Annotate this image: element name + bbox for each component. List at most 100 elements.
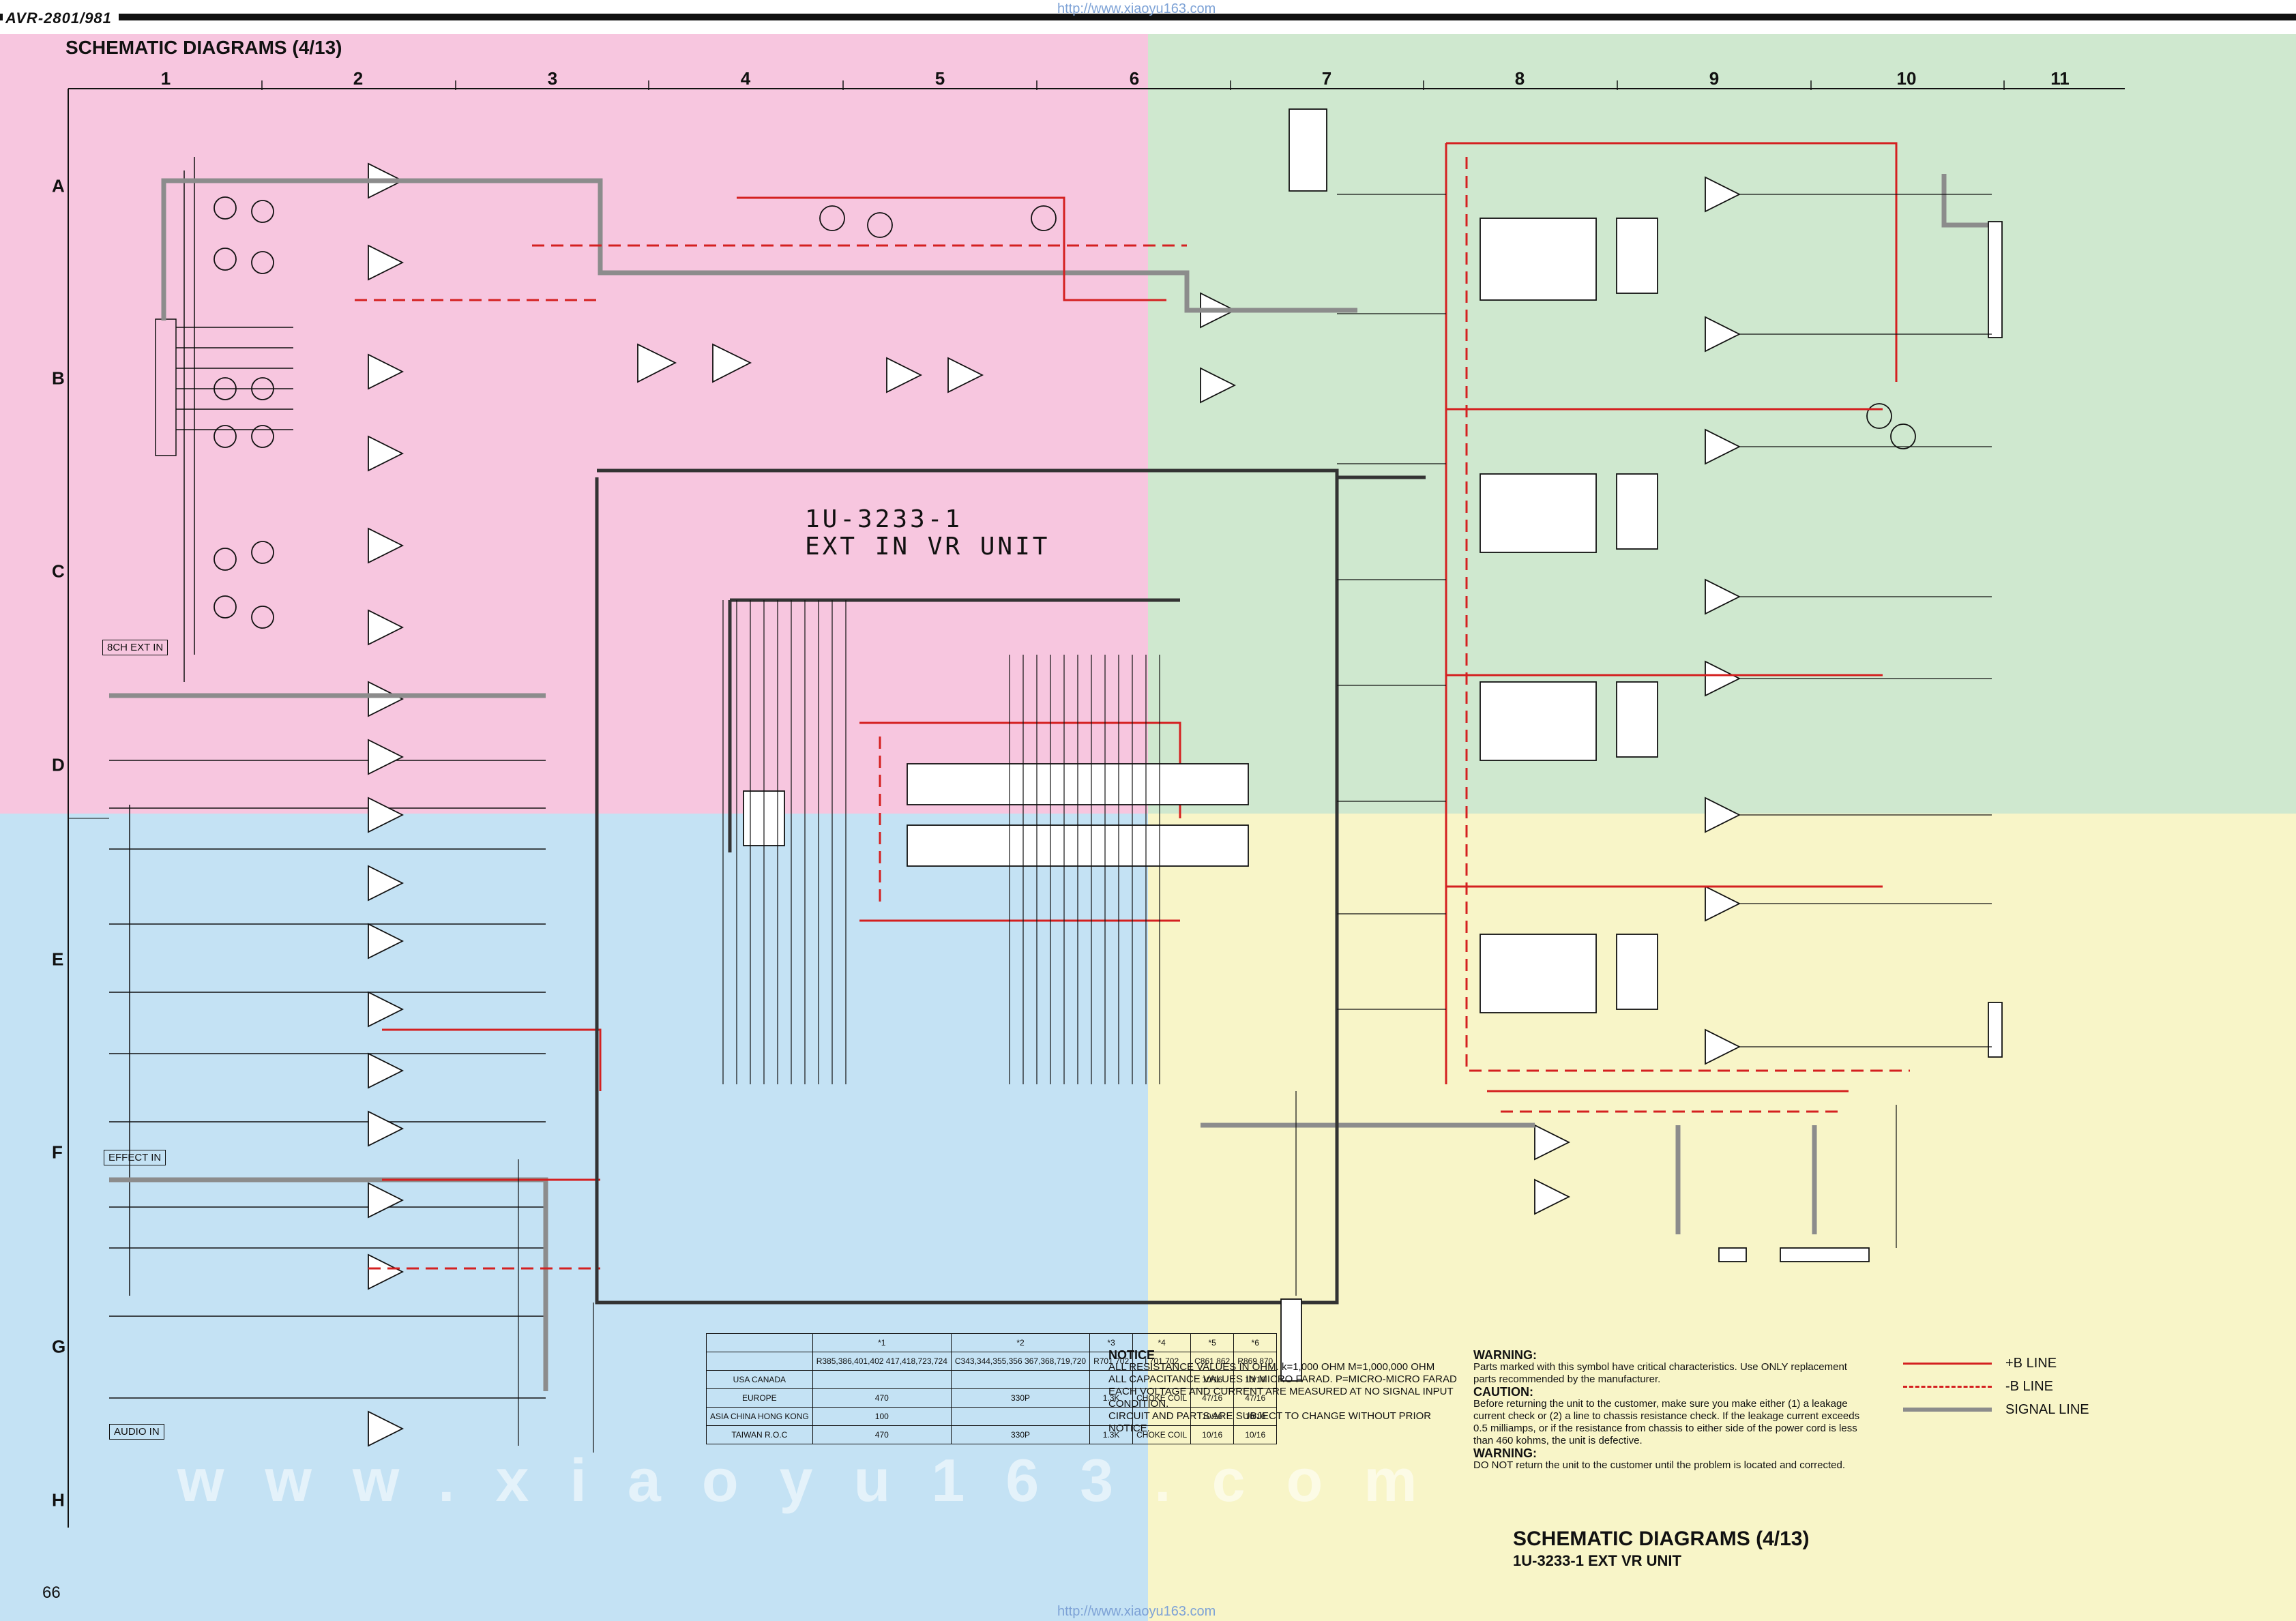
power-lines — [382, 142, 1898, 1181]
warning-heading: WARNING: — [1473, 1446, 1537, 1460]
column-label: 5 — [934, 68, 945, 89]
table-cell: USA CANADA — [706, 1370, 813, 1389]
table-cell: CHOKE COIL — [1132, 1388, 1192, 1408]
warning-block: WARNING: Parts marked with this symbol h… — [1473, 1349, 1869, 1472]
unit-label: 1U-3233-1 EXT IN VR UNIT — [805, 506, 1050, 561]
column-label: 4 — [740, 68, 751, 89]
table-cell — [950, 1407, 1091, 1426]
column-label: 10 — [1896, 68, 1917, 89]
wiring — [518, 194, 1992, 1453]
minus-b-swatch — [1903, 1385, 1992, 1388]
table-cell: 330P — [950, 1425, 1091, 1444]
table-header: *1 — [812, 1333, 952, 1352]
notice-line: EACH VOLTAGE AND CURRENT ARE MEASURED AT… — [1108, 1386, 1454, 1410]
table-cell — [1089, 1407, 1134, 1426]
legend-signal: SIGNAL LINE — [1903, 1398, 2089, 1421]
legend-label: SIGNAL LINE — [2005, 1401, 2089, 1417]
legend-label: +B LINE — [2005, 1355, 2057, 1371]
row-label: G — [52, 1336, 66, 1357]
model-name: AVR-2801/981 — [3, 10, 119, 27]
table-ref-row: R385,386,401,402 417,418,723,724 C343,34… — [706, 1352, 1278, 1371]
table-cell — [950, 1370, 1091, 1389]
quadrant-top-left — [0, 34, 1148, 814]
table-cell: R385,386,401,402 417,418,723,724 — [812, 1352, 952, 1371]
table-cell: 10/16 — [1233, 1370, 1278, 1389]
table-cell: 470 — [812, 1425, 952, 1444]
table-header: *2 — [950, 1333, 1091, 1352]
table-cell: C343,344,355,356 367,368,719,720 — [950, 1352, 1091, 1371]
page-number: 66 — [42, 1583, 61, 1602]
transistors-left — [214, 196, 1916, 629]
table-cell — [1089, 1370, 1134, 1389]
notice-heading: NOTICE — [1108, 1348, 1156, 1362]
table-cell: EUROPE — [706, 1388, 813, 1408]
table-cell: 10/16 — [1233, 1425, 1278, 1444]
footer-title: SCHEMATIC DIAGRAMS (4/13) — [1513, 1528, 1810, 1550]
legend-minus-b: -B LINE — [1903, 1375, 2089, 1398]
table-cell: CHOKE COIL — [1132, 1425, 1192, 1444]
column-label: 9 — [1709, 68, 1720, 89]
table-cell: 1.3K — [1089, 1425, 1134, 1444]
page-title: SCHEMATIC DIAGRAMS (4/13) — [65, 37, 342, 58]
quadrant-bottom-right — [1148, 814, 2296, 1621]
watermark: www.xiaoyu163.com — [177, 1446, 1458, 1514]
caution-text: Before returning the unit to the custome… — [1473, 1398, 1860, 1446]
variations-table: *1 *2 *3 *4 *5 *6 R385,386,401,402 417,4… — [706, 1333, 1278, 1444]
row-label: E — [52, 949, 64, 970]
row-label: F — [52, 1142, 63, 1163]
unit-code: 1U-3233-1 — [805, 505, 963, 533]
table-cell: 47/16 — [1233, 1388, 1278, 1408]
warning-heading: WARNING: — [1473, 1348, 1537, 1362]
audio-in-box: AUDIO IN — [109, 1424, 164, 1440]
header-url: http://www.xiaoyu163.com — [1057, 1, 1216, 16]
row-label: D — [52, 754, 65, 775]
column-label: 11 — [2050, 68, 2070, 89]
warning-text: Parts marked with this symbol have criti… — [1473, 1361, 1847, 1385]
header-rule — [0, 14, 2296, 20]
plus-b-swatch — [1903, 1362, 1992, 1365]
column-label: 7 — [1321, 68, 1332, 89]
unit-name: EXT IN VR UNIT — [805, 533, 1050, 561]
column-label: 2 — [353, 68, 364, 89]
warning-text: DO NOT return the unit to the customer u… — [1473, 1459, 1845, 1471]
footer-subtitle: 1U-3233-1 EXT VR UNIT — [1513, 1552, 1681, 1569]
row-label: H — [52, 1489, 65, 1511]
quadrant-bottom-left — [0, 814, 1148, 1621]
column-label: 1 — [160, 68, 171, 89]
row-label: B — [52, 368, 65, 389]
table-cell — [812, 1370, 952, 1389]
table-cell: 100 — [812, 1407, 952, 1426]
bus-lines — [595, 469, 1426, 1305]
row-label: A — [52, 175, 65, 196]
table-cell: R869 870 — [1233, 1352, 1278, 1371]
table-cell: 470 — [812, 1388, 952, 1408]
table-cell: C861 862 — [1190, 1352, 1235, 1371]
signal-lines — [109, 174, 1992, 1391]
column-label: 8 — [1514, 68, 1525, 89]
table-header — [706, 1333, 813, 1352]
grid-ticks — [261, 80, 2005, 90]
table-cell: 330P — [950, 1388, 1091, 1408]
line-legend: +B LINE -B LINE SIGNAL LINE — [1903, 1352, 2089, 1421]
frame — [68, 88, 2125, 1528]
notice-line: CIRCUIT AND PARTS ARE SUBJECT TO CHANGE … — [1108, 1410, 1432, 1434]
ext-in-box: 8CH EXT IN — [102, 640, 168, 655]
row-label: C — [52, 561, 65, 582]
signal-swatch — [1903, 1408, 1992, 1412]
notice-block: NOTICE ALL RESISTANCE VALUES IN OHM. k=1… — [1108, 1349, 1463, 1435]
table-header: *5 — [1190, 1333, 1235, 1352]
power-lines-dashed — [355, 157, 1910, 1270]
effect-in-box: EFFECT IN — [104, 1150, 166, 1165]
footer-url: http://www.xiaoyu163.com — [1057, 1604, 1216, 1619]
table-cell: TAIWAN R.O.C — [706, 1425, 813, 1444]
notice-line: ALL RESISTANCE VALUES IN OHM. k=1,000 OH… — [1108, 1361, 1435, 1373]
column-label: 3 — [547, 68, 558, 89]
opamps — [368, 162, 1741, 1447]
table-cell — [706, 1352, 813, 1371]
left-input-section — [109, 157, 546, 1399]
